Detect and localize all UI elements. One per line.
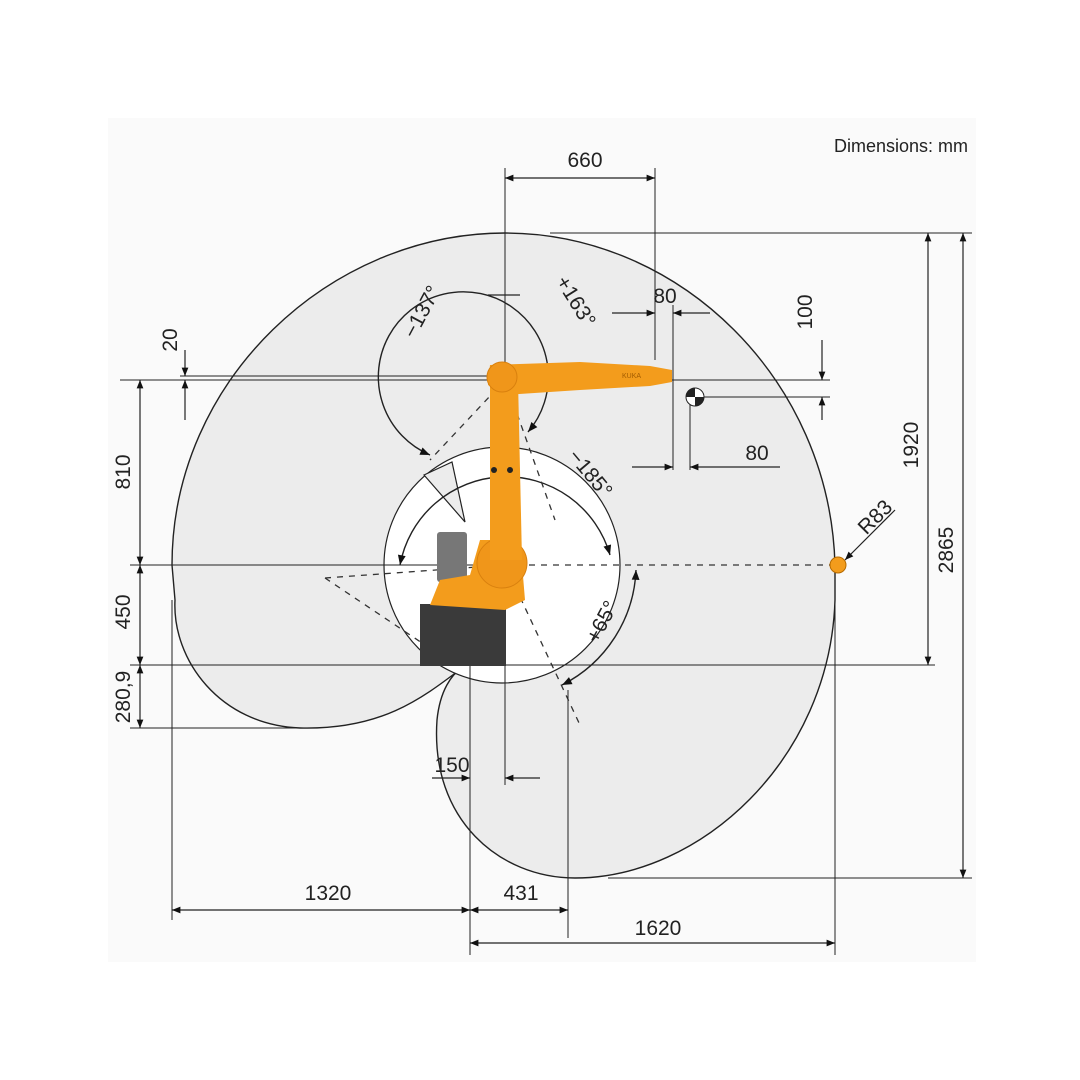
dim-660: 660 xyxy=(567,149,602,172)
dim-1320: 1320 xyxy=(305,882,352,905)
units-note: Dimensions: mm xyxy=(834,136,968,156)
lower-arm xyxy=(490,380,522,560)
extension-lines xyxy=(120,168,972,955)
dim-1620: 1620 xyxy=(635,917,682,940)
axis3-joint xyxy=(486,361,518,393)
dim-280-9: 280,9 xyxy=(112,671,135,724)
r83-flange-icon xyxy=(829,556,847,574)
dim-150: 150 xyxy=(434,754,469,777)
dim-100: 100 xyxy=(794,294,817,329)
dim-80-top: 80 xyxy=(653,285,676,308)
upper-arm xyxy=(488,362,672,395)
dim-20: 20 xyxy=(159,328,182,351)
dim-450: 450 xyxy=(112,594,135,629)
kuka-logo: KUKA xyxy=(622,373,641,380)
robot-base xyxy=(420,604,506,666)
dim-1920: 1920 xyxy=(900,422,923,469)
dim-431: 431 xyxy=(503,882,538,905)
axis2-pos-arc xyxy=(561,569,640,686)
dim-810: 810 xyxy=(112,454,135,489)
inner-notch xyxy=(423,461,466,523)
dim-80-right: 80 xyxy=(745,442,768,465)
dimension-lines xyxy=(136,174,967,947)
robot-illustration: KUKA xyxy=(420,361,847,666)
motor xyxy=(437,532,467,582)
dim-2865: 2865 xyxy=(935,527,958,574)
